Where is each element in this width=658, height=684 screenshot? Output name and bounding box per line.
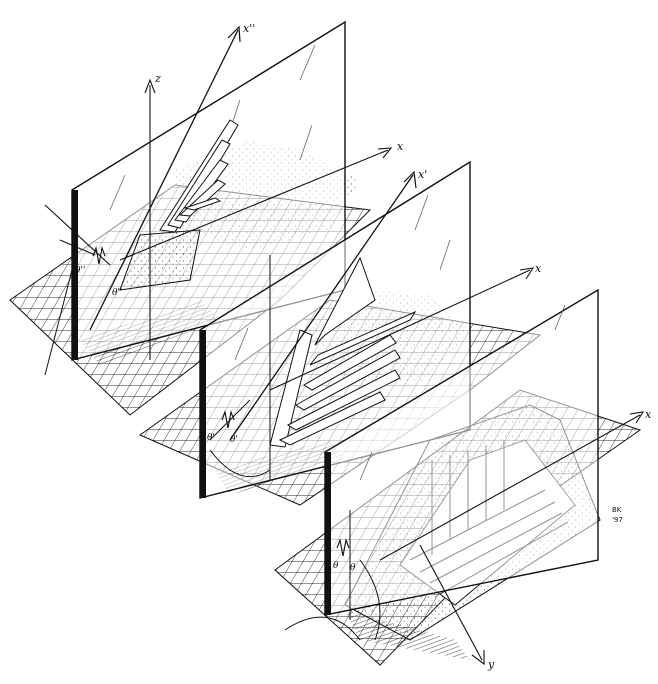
theta-label-b: θ [350,563,356,573]
theta-label-a: θ [333,561,339,571]
panel-top: z x'' x θ'' θ'' [9,20,404,416]
theta-double-prime-label-b: θ'' [112,288,122,298]
theta-prime-label-b: θ' [230,435,238,445]
x-double-prime-axis [89,29,239,331]
x-axis-bottom [379,414,641,561]
signature-year: '97 [612,516,623,524]
glass-streaks-middle [234,194,451,361]
x-prime-label: x' [418,168,427,181]
theta-double-prime-label-a: θ'' [75,266,85,276]
signature-initials: BK [612,506,622,514]
x-axis-middle [269,269,531,391]
x-axis-middle-label: x [535,262,542,275]
theta-prime-label-a: θ' [207,433,215,443]
glass-plane-top-edge [72,190,78,360]
x-axis-top [119,149,389,261]
z-axis-label: z [154,72,161,85]
step-wedge-top [119,119,239,291]
panel-bottom: x y θ θ [274,288,652,671]
glass-streaks-bottom [359,304,566,481]
x-double-prime-label: x'' [243,22,255,35]
artist-signature: BK '97 [612,506,623,524]
step-wedge-middle [269,256,417,448]
x-axis-top-label: x [397,140,404,153]
y-axis [419,544,483,661]
y-axis-label: y [487,658,495,671]
x-axis-bottom-label: x [645,408,652,421]
x-prime-axis [229,174,414,441]
hatch-strip-bottom [345,610,470,660]
